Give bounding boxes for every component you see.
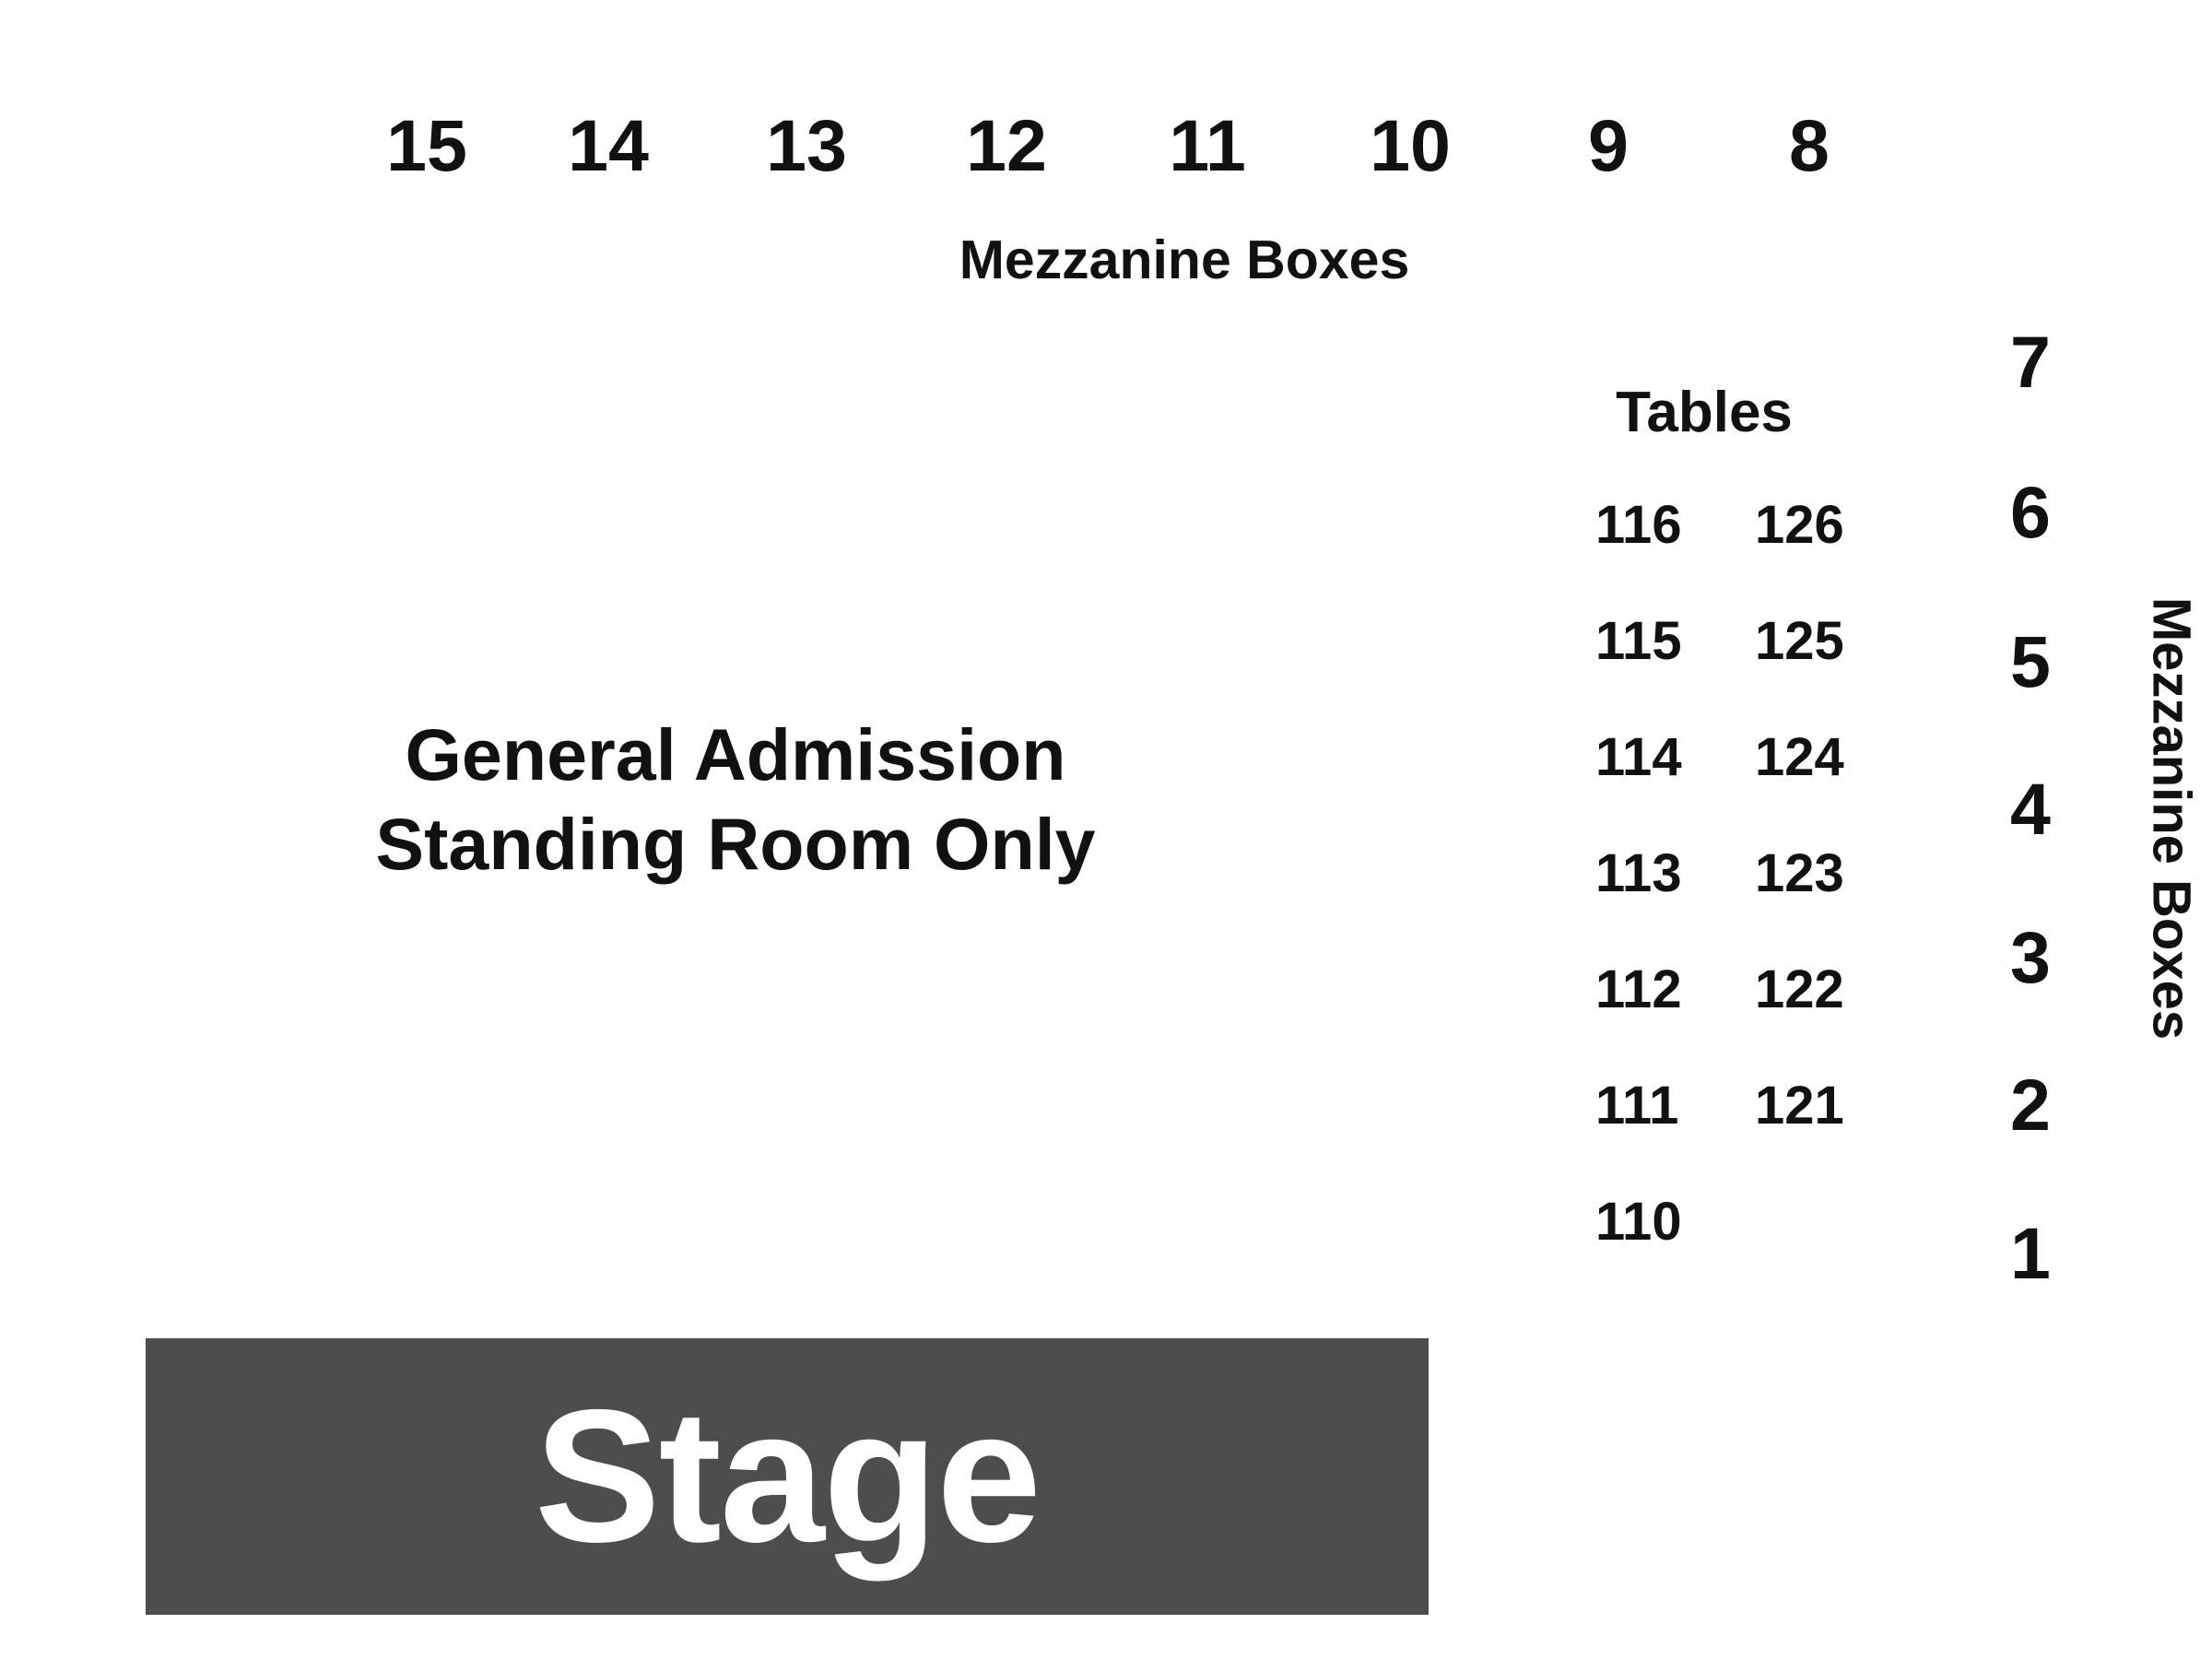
tables-label: Tables xyxy=(1616,381,1793,444)
table-124[interactable]: 124 xyxy=(1755,727,1844,787)
mezzanine-box-6-number: 6 xyxy=(2010,471,2051,553)
mezzanine-box-2-number: 2 xyxy=(2010,1064,2051,1146)
mezzanine-box-15[interactable]: 15 xyxy=(386,104,467,186)
table-113[interactable]: 113 xyxy=(1595,843,1682,903)
table-110[interactable]: 110 xyxy=(1595,1192,1682,1252)
stage-label: Stage xyxy=(534,1371,1041,1582)
mezzanine-box-14[interactable]: 14 xyxy=(568,104,649,186)
general-admission-area[interactable]: General Admission Standing Room Only xyxy=(375,710,1095,888)
table-123[interactable]: 123 xyxy=(1755,843,1844,903)
table-121[interactable]: 121 xyxy=(1755,1076,1844,1135)
table-112[interactable]: 112 xyxy=(1595,959,1682,1019)
table-116[interactable]: 116 xyxy=(1595,495,1682,555)
stage: Stage xyxy=(146,1338,1429,1615)
mezzanine-box-8[interactable]: 8 xyxy=(1789,104,1830,186)
general-admission-line1: General Admission xyxy=(405,713,1066,795)
table-111[interactable]: 111 xyxy=(1595,1076,1679,1135)
mezzanine-box-5-number: 5 xyxy=(2010,620,2051,702)
mezzanine-box-13[interactable]: 13 xyxy=(766,104,847,186)
table-114[interactable]: 114 xyxy=(1595,727,1682,787)
mezzanine-box-7-number: 7 xyxy=(2010,321,2051,403)
mezzanine-box-3-number: 3 xyxy=(2010,916,2051,998)
mezzanine-box-9[interactable]: 9 xyxy=(1588,104,1629,186)
mezzanine-box-11[interactable]: 11 xyxy=(1169,104,1246,186)
table-115[interactable]: 115 xyxy=(1595,611,1682,671)
table-125[interactable]: 125 xyxy=(1755,611,1844,671)
right-mezzanine-label: Mezzanine Boxes xyxy=(2141,596,2202,1041)
mezzanine-box-12[interactable]: 12 xyxy=(966,104,1047,186)
table-126[interactable]: 126 xyxy=(1755,495,1844,555)
mezzanine-box-1-number: 1 xyxy=(2010,1212,2051,1294)
table-122[interactable]: 122 xyxy=(1755,959,1844,1019)
general-admission-line2: Standing Room Only xyxy=(375,803,1096,885)
top-mezzanine-label: Mezzanine Boxes xyxy=(959,229,1410,290)
mezzanine-box-10[interactable]: 10 xyxy=(1370,104,1451,186)
mezzanine-box-4-number: 4 xyxy=(2010,768,2051,850)
